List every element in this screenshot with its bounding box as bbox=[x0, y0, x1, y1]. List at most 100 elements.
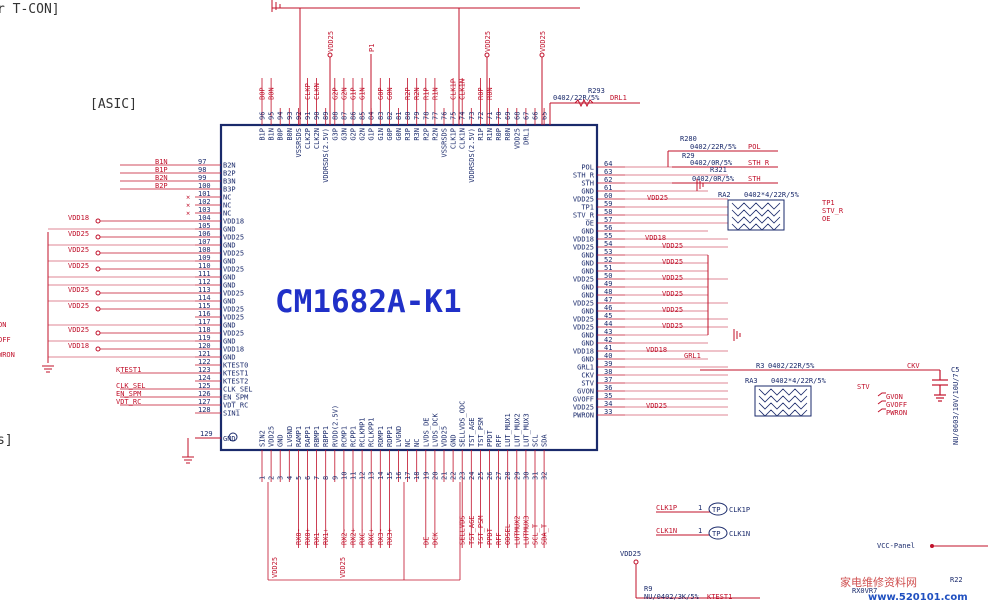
pin-name: VDD25 bbox=[573, 404, 594, 412]
pin-number: 46 bbox=[604, 304, 612, 312]
pin-number: 20 bbox=[431, 472, 439, 480]
pin-name: R0P bbox=[495, 128, 503, 141]
pin-number: 117 bbox=[198, 318, 211, 326]
vdd25-net-label: VDD25 bbox=[662, 322, 683, 330]
net-label: VDD25 bbox=[68, 246, 89, 254]
pin-number: 64 bbox=[604, 160, 612, 168]
power-node bbox=[95, 234, 101, 240]
pin-number: 82 bbox=[386, 112, 394, 120]
pin-number: 16 bbox=[395, 472, 403, 480]
net-label: RX3+ bbox=[386, 528, 394, 545]
pin-name: SIN1 bbox=[223, 410, 240, 418]
ra3-value: 0402*4/22R/5% bbox=[771, 377, 827, 385]
right-pins: 64POL63STH_R62STH61GND60VDD2559TP158STV_… bbox=[573, 160, 728, 420]
r29-value: 0402/0R/5% bbox=[690, 159, 733, 167]
vdd25-net-label: VDD25 bbox=[662, 242, 683, 250]
pin-number: 40 bbox=[604, 352, 612, 360]
pin-number: 74 bbox=[459, 112, 467, 120]
pin-number: 28 bbox=[504, 472, 512, 480]
pin-name: VDDRSDS(2.5V) bbox=[322, 128, 330, 183]
vdd25-net-label: VDD25 bbox=[662, 274, 683, 282]
pin-name: GND bbox=[581, 292, 594, 300]
pin-name: VDD18 bbox=[223, 346, 244, 354]
watermark-url: www.520101.com bbox=[868, 592, 968, 603]
pin-name: PWRON bbox=[573, 412, 594, 420]
net-label: G2P bbox=[331, 87, 339, 100]
net-label: VDD25 bbox=[68, 326, 89, 334]
pin-number: 45 bbox=[604, 312, 612, 320]
pin-number: 61 bbox=[604, 184, 612, 192]
pin-name: B0N bbox=[286, 128, 294, 141]
net-label: CLK1P bbox=[450, 79, 458, 100]
pin-name: GND bbox=[581, 340, 594, 348]
test-point-clk1p bbox=[708, 502, 728, 516]
pin-name: VDD25 bbox=[573, 244, 594, 252]
pin-name: GND bbox=[581, 268, 594, 276]
pin-name: KTEST2 bbox=[223, 378, 248, 386]
r3-value: 0402/22R/5% bbox=[768, 362, 815, 370]
pin-number: 79 bbox=[413, 112, 421, 120]
pin-number: 123 bbox=[198, 366, 211, 374]
net-label: G1N bbox=[359, 87, 367, 100]
pin-number: 34 bbox=[604, 400, 612, 408]
pin-number: 114 bbox=[198, 294, 211, 302]
pin-number: 58 bbox=[604, 208, 612, 216]
pin-name: LVGND bbox=[395, 426, 403, 447]
vdd25-net-label: VDD25 bbox=[662, 306, 683, 314]
pin-number: 30 bbox=[522, 472, 530, 480]
pin-number: 8 bbox=[322, 476, 330, 480]
net-label: SDA_T bbox=[541, 523, 549, 545]
oe-label: OE bbox=[822, 215, 830, 223]
pin-number: 71 bbox=[486, 112, 494, 120]
pin-name: B1P bbox=[259, 128, 267, 141]
pin-number: 98 bbox=[198, 166, 206, 174]
ckv-label: CKV bbox=[907, 362, 920, 370]
pin-name: VDT_RC bbox=[223, 402, 248, 410]
pin-name: EN_SPM bbox=[223, 394, 248, 402]
pin-name: VDD25 bbox=[223, 234, 244, 242]
ktest1-right-label: KTEST1 bbox=[707, 593, 732, 601]
pin-number: 37 bbox=[604, 376, 612, 384]
pin-name: R2N bbox=[431, 128, 439, 141]
no-connect-mark: × bbox=[186, 210, 190, 218]
pin-name: GND bbox=[223, 338, 236, 346]
pin-number: 59 bbox=[604, 200, 612, 208]
pin-name: VDD25 bbox=[573, 324, 594, 332]
net-label: B0P bbox=[259, 87, 267, 100]
net-label: DCK bbox=[431, 532, 439, 545]
net-label: RX1- bbox=[313, 528, 321, 545]
power-node bbox=[95, 250, 101, 256]
power-node bbox=[327, 52, 333, 58]
pin-name: VDD18 bbox=[573, 236, 594, 244]
gnd-symbol bbox=[271, 0, 281, 12]
net-label: ODSEL bbox=[504, 524, 512, 545]
pin-number: 126 bbox=[198, 390, 211, 398]
vdd25-bottom-label: VDD25 bbox=[620, 550, 641, 558]
pin-number: 116 bbox=[198, 310, 211, 318]
pin-name: GND bbox=[581, 260, 594, 268]
pin-number: 1 bbox=[259, 476, 267, 480]
pin-name: VDD25 bbox=[223, 290, 244, 298]
pin-number: 101 bbox=[198, 190, 211, 198]
net-label: R0P bbox=[477, 87, 485, 100]
pin-number: 31 bbox=[532, 472, 540, 480]
net-label: VDT_RC bbox=[116, 398, 141, 406]
r321-value: 0402/0R/5% bbox=[692, 175, 735, 183]
pin-number: 56 bbox=[604, 224, 612, 232]
net-label: RX0- bbox=[295, 528, 303, 545]
net-label: R1N bbox=[431, 87, 439, 100]
ra3-zigzag bbox=[758, 388, 808, 417]
pin-number: 113 bbox=[198, 286, 211, 294]
pin-name: GND bbox=[223, 274, 236, 282]
pin1-marker bbox=[228, 432, 238, 442]
net-label: CLK1N bbox=[459, 79, 467, 100]
pin-name: GND bbox=[223, 282, 236, 290]
asic-header: [ASIC] bbox=[90, 97, 137, 112]
pin-number: 10 bbox=[340, 472, 348, 480]
pin-name: VDD25 bbox=[223, 266, 244, 274]
pin-name: RCPP1 bbox=[350, 426, 358, 447]
pin-name: G0P bbox=[386, 128, 394, 141]
no-connect-mark: × bbox=[186, 202, 190, 210]
